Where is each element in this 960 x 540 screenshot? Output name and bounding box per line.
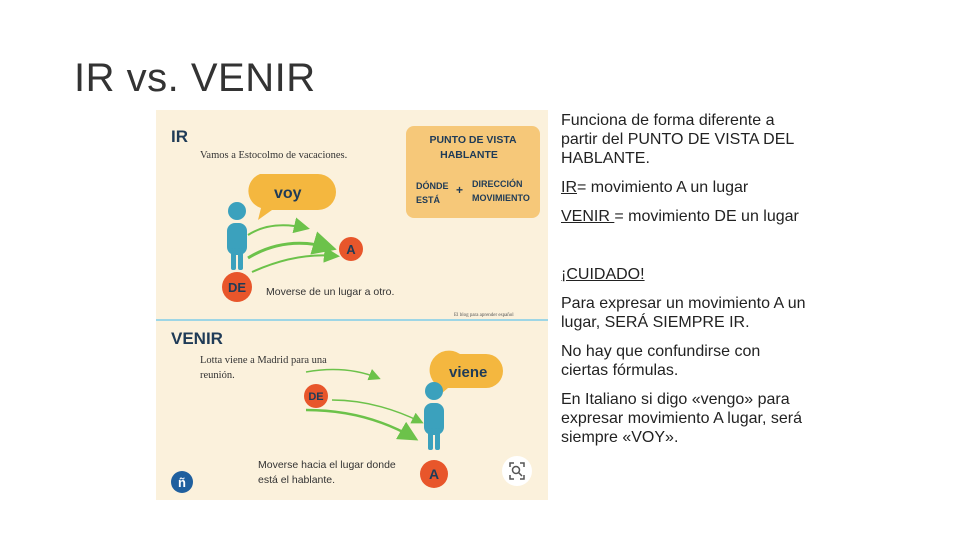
marker-a-ir-text: A	[346, 242, 356, 257]
arrow-icon	[305, 368, 381, 381]
venir-definition: VENIR = movimiento DE un lugar	[561, 207, 811, 226]
explanation-text: Funciona de forma diferente a partir del…	[561, 111, 811, 457]
venir-caption-1: Lotta viene a Madrid para una	[200, 355, 327, 366]
marker-a-ir	[339, 237, 363, 261]
marker-a-venir	[420, 460, 448, 488]
paragraph-italian: En Italiano si digo «vengo» para expresa…	[561, 391, 803, 446]
arrow-icon	[247, 231, 337, 260]
paragraph-intro: Funciona de forma diferente a partir del…	[561, 112, 794, 167]
ir-label: IR	[561, 179, 577, 196]
arrow-icon	[247, 217, 310, 236]
point-of-view-box	[406, 126, 540, 218]
box-plus: +	[456, 183, 463, 197]
person-icon-ir	[227, 202, 247, 270]
box-left2: ESTÁ	[416, 195, 441, 205]
box-line2: HABLANTE	[440, 149, 498, 161]
venir-heading: VENIR	[171, 329, 223, 348]
venir-move-caption-2: está el hablante.	[258, 474, 335, 486]
ir-move-caption: Moverse de un lugar a otro.	[266, 286, 394, 298]
slide-title: IR vs. VENIR	[74, 56, 316, 100]
lens-icon	[509, 462, 525, 480]
logo-icon	[171, 471, 193, 493]
marker-de-ir-text: DE	[228, 280, 246, 295]
marker-de-venir-text: DE	[308, 391, 323, 403]
arrow-icon	[331, 399, 424, 424]
ir-venir-illustration: IR Vamos a Estocolmo de vacaciones. PUNT…	[156, 110, 548, 500]
credit-text: El blog para aprender español	[454, 313, 514, 318]
bubble-viene-text: viene	[449, 364, 487, 381]
logo-letter: ñ	[178, 475, 186, 490]
arrow-icon	[251, 246, 340, 273]
ir-heading: IR	[171, 127, 188, 146]
ir-definition: IR= movimiento A un lugar	[561, 178, 811, 197]
box-left1: DÓNDE	[416, 180, 449, 191]
venir-label: VENIR	[561, 208, 615, 225]
box-right2: MOVIMIENTO	[472, 193, 530, 203]
paragraph-rule: Para expresar un movimiento A un lugar, …	[561, 295, 806, 331]
venir-move-caption-1: Moverse hacia el lugar donde	[258, 459, 396, 471]
venir-caption-2: reunión.	[200, 370, 235, 381]
bubble-voy-text: voy	[274, 185, 302, 202]
ir-caption: Vamos a Estocolmo de vacaciones.	[200, 150, 347, 161]
speech-bubble-voy	[248, 174, 336, 220]
marker-de-venir	[304, 384, 328, 408]
ir-def: = movimiento A un lugar	[577, 179, 749, 196]
arrow-icon	[305, 408, 419, 441]
marker-a-venir-text: A	[429, 466, 439, 482]
paragraph-caution: No hay que confundirse con ciertas fórmu…	[561, 343, 761, 379]
venir-def: = movimiento DE un lugar	[614, 208, 799, 225]
marker-de-ir	[222, 272, 252, 302]
visual-search-button[interactable]	[502, 456, 532, 486]
speech-bubble-viene	[429, 350, 503, 398]
box-line1: PUNTO DE VISTA	[429, 134, 517, 146]
box-right1: DIRECCIÓN	[472, 178, 523, 189]
person-icon-venir	[424, 382, 444, 450]
warning-heading: ¡CUIDADO!	[561, 266, 645, 283]
